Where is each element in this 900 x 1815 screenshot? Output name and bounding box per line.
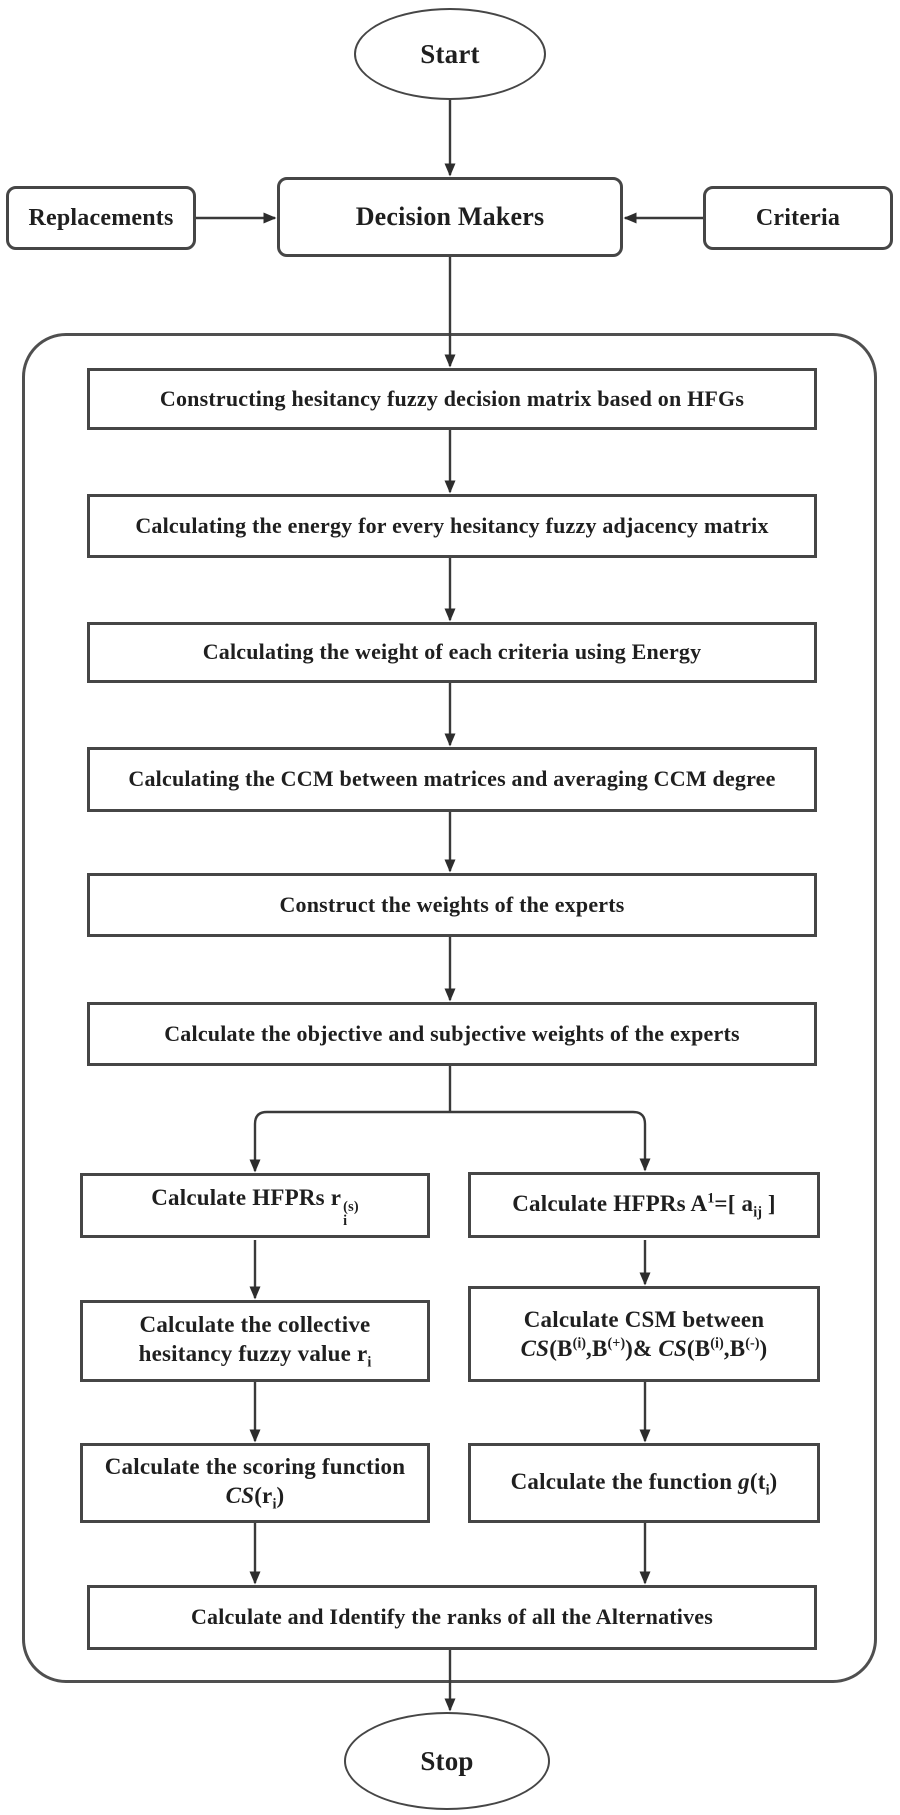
stop-terminator: Stop [344,1712,550,1810]
step-calculating-energy: Calculating the energy for every hesitan… [87,494,817,558]
replacements-label: Replacements [28,204,174,231]
step-objective-subjective-weights: Calculate the objective and subjective w… [87,1002,817,1066]
step-constructing-decision-matrix: Constructing hesitancy fuzzy decision ma… [87,368,817,430]
step-criteria-weights: Calculating the weight of each criteria … [87,622,817,683]
final-label: Calculate and Identify the ranks of all … [190,1604,714,1630]
left-a-label: Calculate HFPRs r(s)i [151,1184,359,1229]
step3-label: Calculating the weight of each criteria … [202,639,702,665]
right-a-label: Calculate HFPRs A1=[ aij ] [512,1189,776,1221]
step1-label: Constructing hesitancy fuzzy decision ma… [159,385,745,411]
step-rank-alternatives: Calculate and Identify the ranks of all … [87,1585,817,1650]
step-calculate-hfprs-a1: Calculate HFPRs A1=[ aij ] [468,1172,820,1238]
step-function-g: Calculate the function g(ti) [468,1443,820,1523]
connector-split-left [249,1110,450,1173]
step-calculate-hfprs-ri: Calculate HFPRs r(s)i [80,1173,430,1238]
step4-label: Calculating the CCM between matrices and… [128,766,776,792]
criteria-box: Criteria [703,186,893,250]
decision-makers-box: Decision Makers [277,177,623,257]
step5-label: Construct the weights of the experts [279,891,625,917]
start-label: Start [420,38,480,69]
stop-label: Stop [420,1745,474,1776]
connector-split-right [450,1110,651,1172]
criteria-label: Criteria [755,204,841,231]
step2-label: Calculating the energy for every hesitan… [135,512,769,538]
start-terminator: Start [354,8,546,100]
step-ccm-between-matrices: Calculating the CCM between matrices and… [87,747,817,812]
step6-label: Calculate the objective and subjective w… [164,1020,740,1046]
step-construct-expert-weights: Construct the weights of the experts [87,873,817,937]
right-c-label: Calculate the function g(ti) [510,1468,778,1499]
replacements-box: Replacements [6,186,196,250]
decision-makers-label: Decision Makers [355,202,545,232]
